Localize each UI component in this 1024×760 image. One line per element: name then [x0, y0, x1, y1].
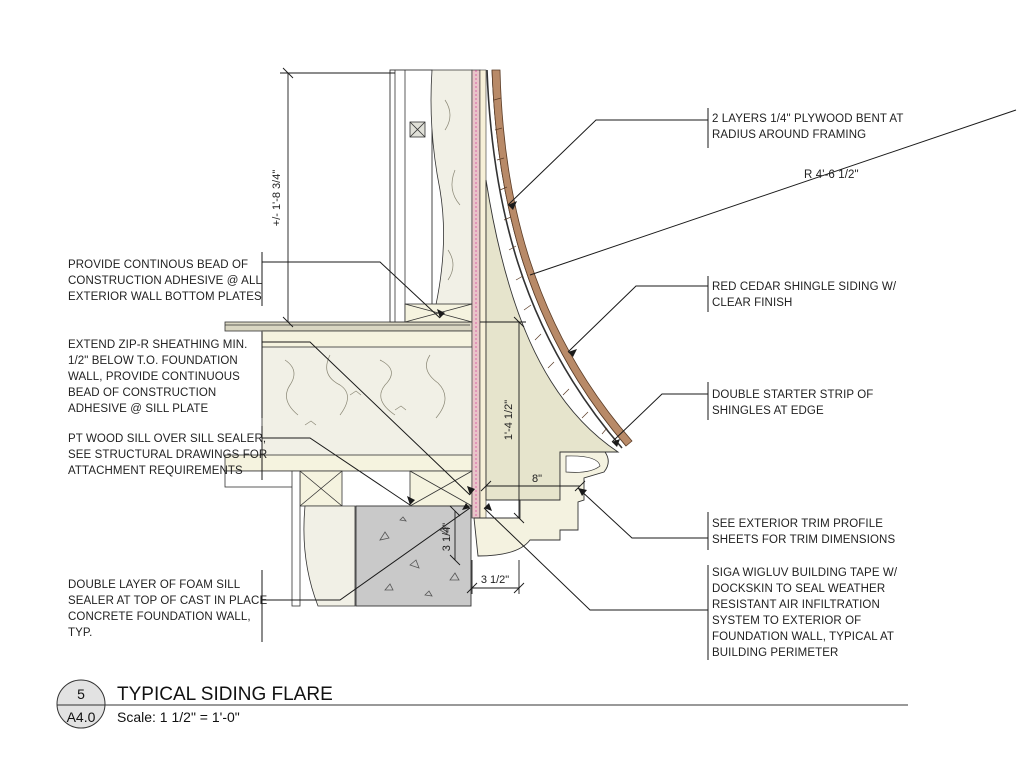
leader-arrowheads: [407, 201, 620, 511]
dim-flare-height-label: 1'-4 1/2": [503, 400, 515, 440]
svg-text:SEALER AT TOP OF CAST IN PLACE: SEALER AT TOP OF CAST IN PLACE: [68, 595, 267, 607]
detail-scale: Scale: 1 1/2" = 1'-0": [117, 709, 240, 725]
svg-text:SEE STRUCTURAL DRAWINGS FOR: SEE STRUCTURAL DRAWINGS FOR: [68, 449, 267, 461]
bent-plywood: [486, 69, 623, 449]
svg-text:WALL, PROVIDE CONTINUOUS: WALL, PROVIDE CONTINUOUS: [68, 371, 240, 383]
note-radius: R 4'-6 1/2": [804, 169, 859, 181]
svg-text:FOUNDATION WALL, TYPICAL AT: FOUNDATION WALL, TYPICAL AT: [712, 631, 894, 643]
note-exterior-trim: SEE EXTERIOR TRIM PROFILE SHEETS FOR TRI…: [712, 518, 895, 546]
svg-text:PT WOOD SILL OVER SILL SEALER,: PT WOOD SILL OVER SILL SEALER,: [68, 433, 266, 445]
note-starter-strip: DOUBLE STARTER STRIP OF SHINGLES AT EDGE: [712, 389, 873, 417]
wall-stud-cavity: [389, 69, 433, 323]
note-pt-wood-sill: PT WOOD SILL OVER SILL SEALER, SEE STRUC…: [68, 433, 267, 477]
dim-small-vertical-label: 3 1/4": [441, 523, 453, 551]
cedar-shingle-siding: [491, 69, 633, 447]
dimension-flare-height: [480, 316, 526, 524]
svg-text:DOCKSKIN TO SEAL WEATHER: DOCKSKIN TO SEAL WEATHER: [712, 583, 885, 595]
leader-lines: [261, 108, 1017, 660]
concrete-foundation-wall: [355, 505, 472, 607]
svg-text:CLEAR FINISH: CLEAR FINISH: [712, 297, 792, 309]
note-plywood: 2 LAYERS 1/4" PLYWOOD BENT AT RADIUS ARO…: [712, 113, 903, 141]
detail-title: TYPICAL SIDING FLARE: [117, 684, 333, 705]
svg-text:TYP.: TYP.: [68, 627, 92, 639]
svg-text:BUILDING PERIMETER: BUILDING PERIMETER: [712, 647, 838, 659]
svg-text:SHEETS FOR TRIM DIMENSIONS: SHEETS FOR TRIM DIMENSIONS: [712, 534, 895, 546]
detail-bubble: 5 A4.0: [56, 679, 106, 729]
note-cedar-shingle: RED CEDAR SHINGLE SIDING W/ CLEAR FINISH: [712, 281, 897, 309]
svg-text:RADIUS AROUND FRAMING: RADIUS AROUND FRAMING: [712, 129, 866, 141]
svg-text:SHINGLES AT EDGE: SHINGLES AT EDGE: [712, 405, 824, 417]
svg-text:RESISTANT AIR INFILTRATION: RESISTANT AIR INFILTRATION: [712, 599, 880, 611]
dim-small-horizontal-label: 3 1/2": [481, 574, 509, 586]
svg-text:CONCRETE FOUNDATION WALL,: CONCRETE FOUNDATION WALL,: [68, 611, 251, 623]
svg-text:1/2" BELOW T.O. FOUNDATION: 1/2" BELOW T.O. FOUNDATION: [68, 355, 238, 367]
svg-text:ADHESIVE @ SILL PLATE: ADHESIVE @ SILL PLATE: [68, 403, 209, 415]
note-foam-sill-sealer: DOUBLE LAYER OF FOAM SILL SEALER AT TOP …: [68, 579, 267, 639]
note-siga-tape: SIGA WIGLUV BUILDING TAPE W/ DOCKSKIN TO…: [712, 567, 898, 659]
svg-text:2 LAYERS 1/4" PLYWOOD BENT AT: 2 LAYERS 1/4" PLYWOOD BENT AT: [712, 113, 903, 125]
note-construction-adhesive: PROVIDE CONTINOUS BEAD OF CONSTRUCTION A…: [68, 259, 262, 303]
subfloor: [224, 321, 476, 332]
svg-text:EXTEND ZIP-R SHEATHING MIN.: EXTEND ZIP-R SHEATHING MIN.: [68, 339, 247, 351]
svg-text:SYSTEM TO EXTERIOR OF: SYSTEM TO EXTERIOR OF: [712, 615, 861, 627]
svg-text:ATTACHMENT REQUIREMENTS: ATTACHMENT REQUIREMENTS: [68, 465, 243, 477]
foundation-insulation: [303, 505, 356, 607]
insulation-pattern: [284, 354, 446, 426]
svg-text:CONSTRUCTION ADHESIVE @ ALL: CONSTRUCTION ADHESIVE @ ALL: [68, 275, 262, 287]
svg-text:BEAD OF CONSTRUCTION: BEAD OF CONSTRUCTION: [68, 387, 216, 399]
svg-text:SEE EXTERIOR TRIM PROFILE: SEE EXTERIOR TRIM PROFILE: [712, 518, 883, 530]
dim-flare-width-label: 8": [532, 473, 542, 485]
sill-plates: [299, 470, 473, 507]
sheet-number: A4.0: [67, 709, 96, 725]
dim-wall-height-label: +/- 1'-8 3/4": [271, 170, 283, 227]
rim-board-bottom: [261, 454, 473, 472]
svg-text:PROVIDE CONTINOUS BEAD OF: PROVIDE CONTINOUS BEAD OF: [68, 259, 248, 271]
svg-text:DOUBLE LAYER OF FOAM SILL: DOUBLE LAYER OF FOAM SILL: [68, 579, 241, 591]
wall-insulation: [430, 69, 473, 323]
dimension-small-horizontal: [466, 560, 525, 594]
dimension-flare-width: [480, 480, 586, 492]
note-zip-sheathing: EXTEND ZIP-R SHEATHING MIN. 1/2" BELOW T…: [68, 339, 247, 415]
dimension-wall-height: [280, 67, 395, 328]
detail-number: 5: [77, 686, 85, 702]
concrete-aggregate: [379, 516, 460, 597]
rim-board-top: [261, 330, 473, 348]
svg-text:RED CEDAR SHINGLE SIDING W/: RED CEDAR SHINGLE SIDING W/: [712, 281, 897, 293]
svg-text:DOUBLE STARTER STRIP OF: DOUBLE STARTER STRIP OF: [712, 389, 873, 401]
svg-text:EXTERIOR WALL BOTTOM PLATES: EXTERIOR WALL BOTTOM PLATES: [68, 291, 262, 303]
svg-text:SIGA WIGLUV BUILDING TAPE W/: SIGA WIGLUV BUILDING TAPE W/: [712, 567, 898, 579]
